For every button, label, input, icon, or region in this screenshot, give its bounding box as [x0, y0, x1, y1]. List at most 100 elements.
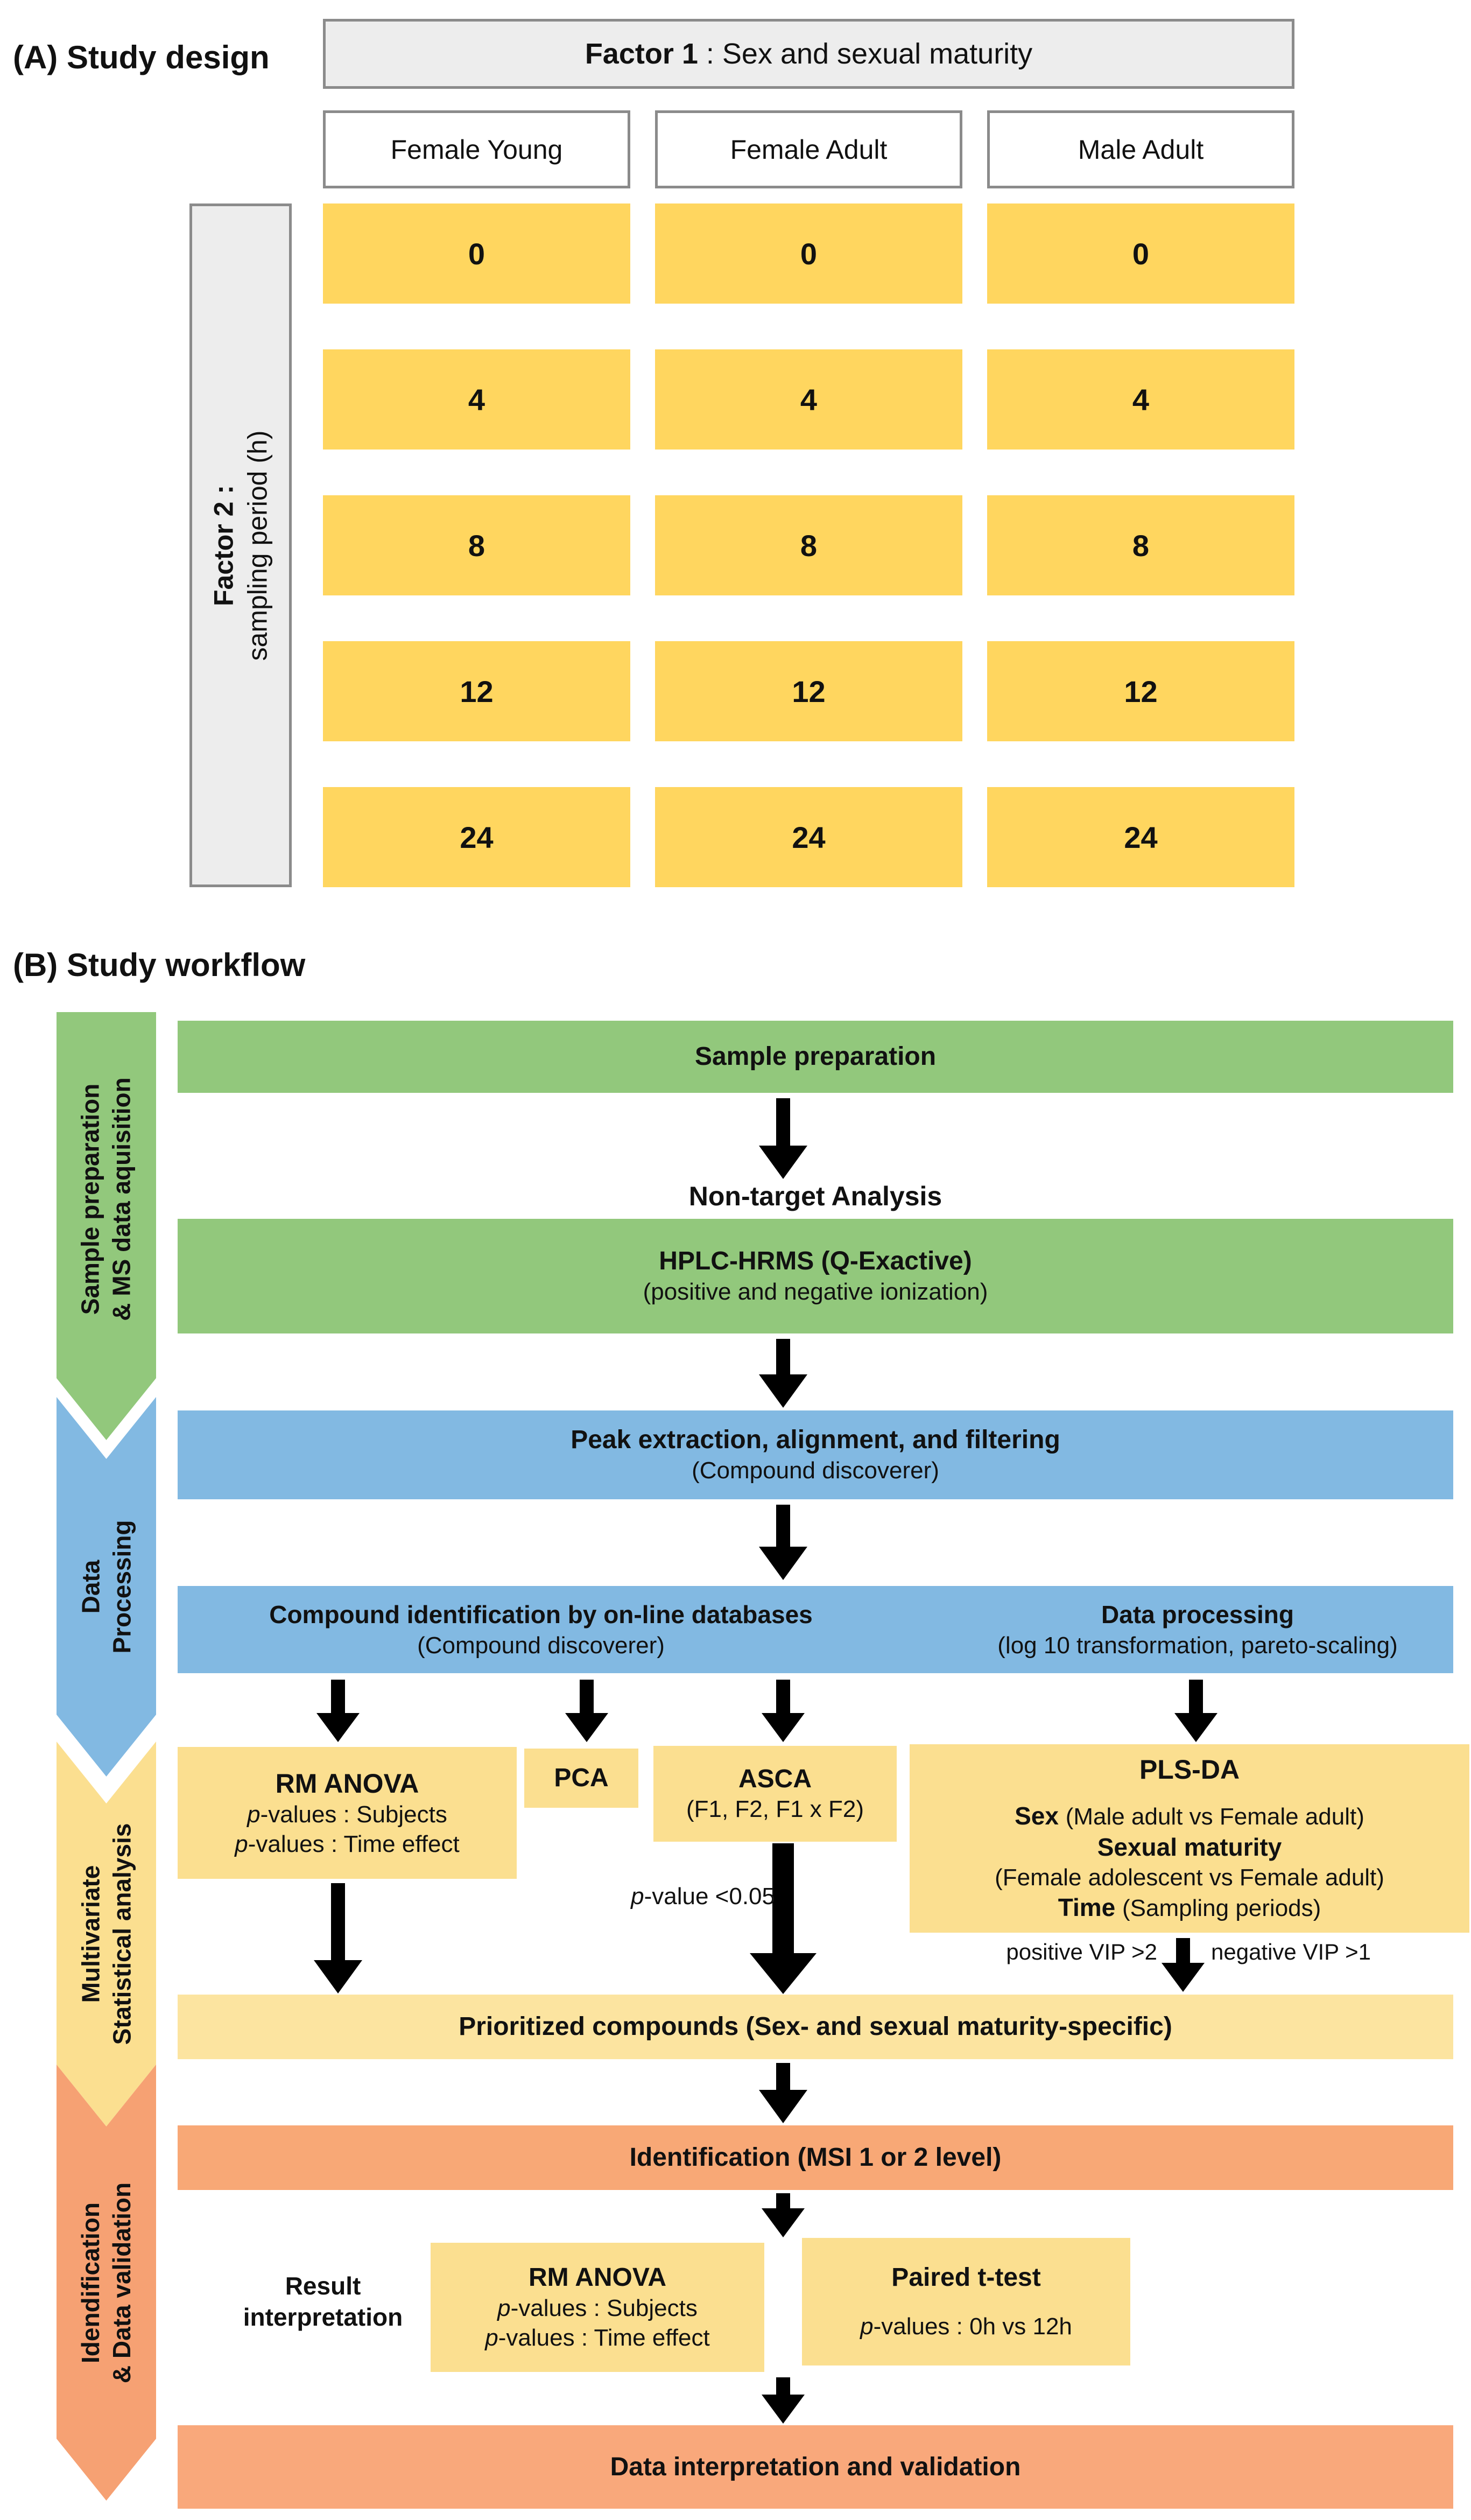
pls-da-sex-line: Sex (Male adult vs Female adult)	[1015, 1801, 1364, 1832]
factor1-label: Factor 1 : Sex and sexual maturity	[585, 37, 1032, 71]
panel-b-title: (B) Study workflow	[13, 947, 306, 983]
section-label-multivariate: Multivariate Statistical analysis	[75, 1823, 137, 2045]
step-hplc-hrms: HPLC-HRMS (Q-Exactive) (positive and neg…	[178, 1219, 1453, 1333]
pls-da-sex-bold: Sex	[1015, 1802, 1066, 1830]
arrow-down-icon	[1159, 1938, 1207, 1992]
pls-da-time-line: Time (Sampling periods)	[1058, 1892, 1321, 1924]
arrow-down-icon	[562, 1680, 611, 1742]
label-non-target-analysis: Non-target Analysis	[688, 1181, 942, 1211]
section-label-line: Sample preparation	[76, 1083, 104, 1315]
section-label-identification: Idendification & Data validation	[75, 2182, 137, 2383]
arrow-down-icon	[759, 2193, 807, 2237]
cell-r0-c2: 0	[987, 203, 1294, 304]
asca-title: ASCA	[738, 1764, 812, 1793]
cell-r3-c2: 12	[987, 641, 1294, 741]
cell-r2-c1: 8	[655, 495, 962, 595]
section-label-sample-prep: Sample preparation & MS data aquisition	[75, 1077, 137, 1321]
compound-id-subtitle: (Compound discoverer)	[417, 1632, 665, 1659]
column-header-female-adult: Female Adult	[655, 110, 962, 188]
factor1-header-box: Factor 1 : Sex and sexual maturity	[323, 19, 1294, 89]
box-pca: PCA	[524, 1749, 638, 1808]
section-chevron-multivariate: Multivariate Statistical analysis	[57, 1742, 156, 2126]
pls-da-maturity-rest: (Female adolescent vs Female adult)	[995, 1864, 1384, 1891]
data-processing-subtitle: (log 10 transformation, pareto-scaling)	[997, 1632, 1398, 1659]
arrow-down-icon	[314, 1680, 362, 1742]
pls-da-maturity-bold: Sexual maturity	[1097, 1833, 1282, 1861]
arrow-down-icon	[759, 1339, 807, 1408]
section-label-line: Data	[76, 1560, 104, 1614]
paired-t-test-title: Paired t-test	[891, 2263, 1041, 2292]
cell-r4-c0: 24	[323, 787, 630, 887]
section-chevron-sample-prep: Sample preparation & MS data aquisition	[57, 1012, 156, 1440]
compound-id-title: Compound identification by on-line datab…	[269, 1600, 813, 1628]
factor2-line1: Factor 2 :	[208, 485, 239, 606]
arrow-down-icon	[759, 2377, 807, 2424]
pls-da-time-bold: Time	[1058, 1893, 1123, 1922]
cell-r3-c0: 12	[323, 641, 630, 741]
hplc-title: HPLC-HRMS (Q-Exactive)	[659, 1247, 972, 1276]
factor2-label: Factor 2 : sampling period (h)	[207, 430, 275, 661]
step-identification: Identification (MSI 1 or 2 level)	[178, 2125, 1453, 2190]
arrow-down-icon	[750, 1843, 817, 1994]
rm-anova2-line1: p-values : Subjects	[497, 2294, 698, 2321]
cell-r2-c0: 8	[323, 495, 630, 595]
section-label-line: Multivariate	[76, 1865, 105, 2003]
pls-da-time-rest: (Sampling periods)	[1122, 1895, 1321, 1922]
cell-r0-c0: 0	[323, 203, 630, 304]
paired-t-test-line1: p-values : 0h vs 12h	[860, 2313, 1072, 2340]
arrow-down-icon	[314, 1883, 362, 1993]
peak-subtitle: (Compound discoverer)	[692, 1457, 939, 1484]
rm-anova-line2: p-values : Time effect	[235, 1830, 460, 1857]
arrow-down-icon	[759, 1098, 807, 1179]
step-compound-id-and-data-processing: Compound identification by on-line datab…	[178, 1586, 1453, 1673]
cell-r4-c2: 24	[987, 787, 1294, 887]
step-data-interpretation: Data interpretation and validation	[178, 2425, 1453, 2509]
arrow-down-icon	[1172, 1680, 1220, 1742]
arrow-down-icon	[759, 1680, 807, 1742]
asca-subtitle: (F1, F2, F1 x F2)	[686, 1796, 864, 1823]
cell-r2-c2: 8	[987, 495, 1294, 595]
column-header-male-adult: Male Adult	[987, 110, 1294, 188]
cell-r1-c0: 4	[323, 349, 630, 450]
box-rm-anova-validation: RM ANOVA p-values : Subjects p-values : …	[431, 2243, 764, 2372]
factor2-line2: sampling period (h)	[242, 430, 273, 661]
rm-anova-line1: p-values : Subjects	[247, 1801, 447, 1828]
box-paired-t-test: Paired t-test p-values : 0h vs 12h	[802, 2238, 1130, 2365]
factor1-bold: Factor 1	[585, 38, 698, 70]
cell-r1-c2: 4	[987, 349, 1294, 450]
result-interpretation-line1: Result	[285, 2272, 361, 2300]
cell-r1-c1: 4	[655, 349, 962, 450]
pls-da-sex-rest: (Male adult vs Female adult)	[1065, 1803, 1364, 1830]
rm-anova-title: RM ANOVA	[275, 1768, 419, 1799]
cell-r4-c1: 24	[655, 787, 962, 887]
step-sample-preparation: Sample preparation	[178, 1021, 1453, 1093]
section-chevron-identification: Idendification & Data validation	[57, 2065, 156, 2501]
label-result-interpretation: Result interpretation	[215, 2271, 431, 2333]
peak-title: Peak extraction, alignment, and filterin…	[571, 1426, 1060, 1455]
data-processing-title: Data processing	[1101, 1600, 1294, 1628]
section-chevron-data-processing: Data Processing	[57, 1397, 156, 1777]
factor2-header-box: Factor 2 : sampling period (h)	[189, 203, 292, 887]
section-label-line: Idendification	[76, 2202, 105, 2363]
step-peak-extraction: Peak extraction, alignment, and filterin…	[178, 1410, 1453, 1499]
box-pls-da: PLS-DA Sex (Male adult vs Female adult) …	[910, 1744, 1469, 1933]
compound-id-block: Compound identification by on-line datab…	[183, 1586, 899, 1673]
factor1-rest: : Sex and sexual maturity	[698, 38, 1033, 70]
section-label-line: Statistical analysis	[107, 1823, 136, 2045]
rm-anova2-line2: p-values : Time effect	[485, 2324, 710, 2351]
box-rm-anova: RM ANOVA p-values : Subjects p-values : …	[178, 1747, 517, 1879]
panel-a-title: (A) Study design	[13, 39, 270, 75]
arrow-down-icon	[759, 1505, 807, 1580]
data-processing-block: Data processing (log 10 transformation, …	[926, 1586, 1469, 1673]
arrow-down-icon	[759, 2063, 807, 2123]
label-positive-vip: positive VIP >2	[1006, 1939, 1157, 1964]
section-label-data-processing: Data Processing	[75, 1520, 137, 1654]
pls-da-title: PLS-DA	[1139, 1754, 1240, 1785]
cell-r3-c1: 12	[655, 641, 962, 741]
section-label-line: Processing	[107, 1520, 136, 1654]
hplc-subtitle: (positive and negative ionization)	[643, 1278, 988, 1305]
rm-anova2-title: RM ANOVA	[529, 2263, 666, 2292]
result-interpretation-line2: interpretation	[243, 2303, 403, 2331]
section-label-line: & Data validation	[107, 2182, 136, 2383]
